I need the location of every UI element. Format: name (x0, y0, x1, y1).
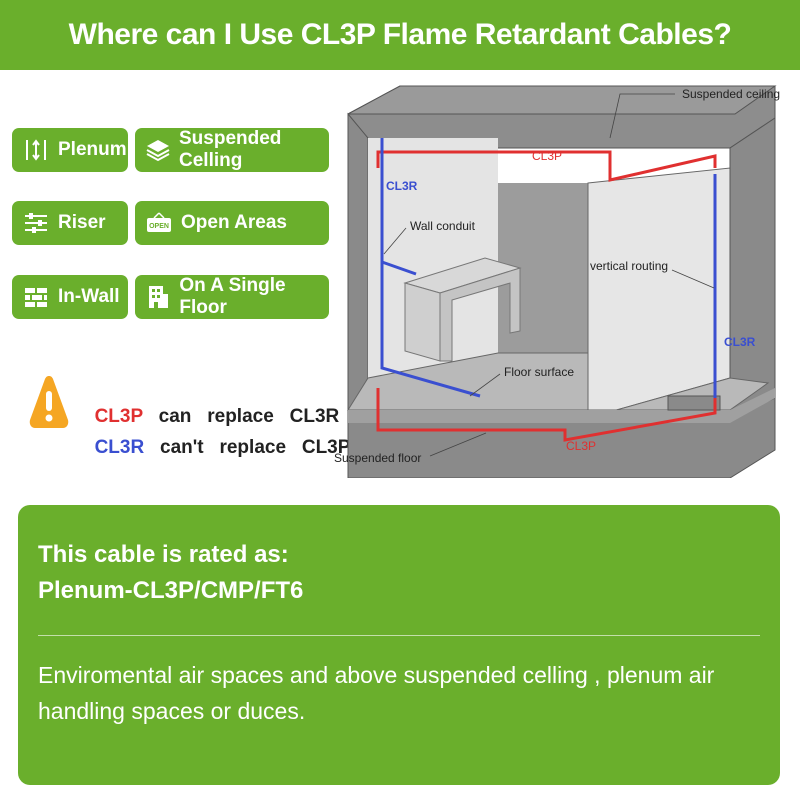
open-sign-icon: OPEN (145, 209, 173, 237)
warning-line-1: CL3P can replace CL3R (84, 384, 340, 428)
label-vertical-routing: vertical routing (590, 259, 668, 273)
leader-wall-conduit (383, 227, 407, 255)
brick-wall-icon (22, 283, 50, 311)
leader-vertical-routing (671, 269, 715, 289)
warning-line-2: CL3R can't replace CL3P (84, 415, 351, 459)
leader-floor-surface (469, 373, 501, 397)
feature-plenum: Plenum (12, 128, 128, 172)
title-banner: Where can I Use CL3P Flame Retardant Cab… (0, 0, 800, 70)
feature-open-areas: OPEN Open Areas (135, 201, 329, 245)
layers-icon (145, 136, 171, 164)
warning-triangle-icon (28, 374, 70, 435)
floor-slab-top (348, 388, 775, 423)
object-term: CL3R (289, 406, 340, 427)
svg-text:OPEN: OPEN (149, 223, 169, 230)
sliders-icon (22, 209, 50, 237)
label-suspended-floor: Suspended floor (334, 451, 421, 465)
cl3r-term: CL3R (94, 437, 145, 458)
label-cl3p-top: CL3P (532, 149, 562, 163)
label-cl3r-right: CL3R (724, 335, 756, 349)
feature-label: Plenum (58, 139, 127, 160)
verb-cant: can't (160, 437, 204, 458)
label-cl3r-left: CL3R (386, 179, 418, 193)
usage-description: Enviromental air spaces and above suspen… (38, 662, 715, 724)
feature-label: In-Wall (58, 286, 120, 307)
verb-replace: replace (207, 406, 274, 427)
feature-single-floor: On A Single Floor (135, 275, 329, 319)
feature-label: On A Single Floor (179, 275, 286, 318)
desk (403, 257, 522, 362)
rating-value: Plenum-CL3P/CMP/FT6 (38, 577, 304, 604)
right-wall (587, 167, 731, 419)
feature-label: Riser (58, 212, 106, 233)
ceiling-top (347, 85, 777, 115)
cl3p-floor-cable (376, 376, 717, 442)
floor-vent (667, 395, 721, 411)
left-wall (347, 112, 369, 419)
feature-label: Suspended Celling (179, 128, 282, 171)
label-wall-conduit: Wall conduit (410, 219, 476, 233)
rating-heading: This cable is rated as: Plenum-CL3P/CMP/… (38, 537, 303, 609)
verb-replace: replace (219, 437, 287, 458)
cl3p-ceiling-cable (376, 150, 717, 182)
feature-label: Open Areas (181, 212, 287, 233)
feature-riser: Riser (12, 201, 128, 245)
rating-intro: This cable is rated as: (38, 541, 289, 568)
cl3r-conduit-branch (381, 260, 417, 276)
leader-suspended-ceiling (609, 93, 675, 139)
room-cabling-diagram: Suspended ceiling Wall conduit vertical … (334, 85, 780, 478)
object-term: CL3P (301, 437, 351, 458)
leader-suspended-floor (429, 432, 487, 457)
plenum-arrows-icon (22, 136, 50, 164)
feature-in-wall: In-Wall (12, 275, 128, 319)
feature-suspended-celling: Suspended Celling (135, 128, 329, 172)
cl3r-wall-cable (380, 138, 481, 398)
verb-can: can (158, 406, 192, 427)
cl3p-term: CL3P (94, 406, 143, 427)
page-title: Where can I Use CL3P Flame Retardant Cab… (68, 18, 732, 51)
label-floor-surface: Floor surface (504, 365, 574, 379)
panel-divider (38, 635, 760, 636)
rating-panel: This cable is rated as: Plenum-CL3P/CMP/… (18, 505, 780, 785)
label-suspended-ceiling: Suspended ceiling (682, 87, 780, 101)
label-cl3p-bottom: CL3P (566, 439, 596, 453)
building-icon (145, 283, 171, 311)
